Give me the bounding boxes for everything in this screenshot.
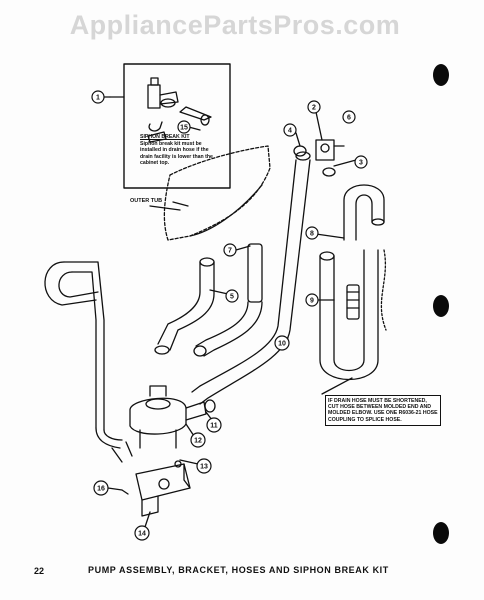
svg-text:8: 8: [310, 231, 314, 238]
callout-6: 6: [342, 110, 356, 124]
callout-11: 11: [206, 417, 222, 433]
hose-10: [191, 159, 297, 393]
callout-10: 10: [274, 335, 290, 351]
svg-text:14: 14: [138, 531, 146, 538]
callout-8: 8: [305, 226, 319, 240]
svg-text:13: 13: [200, 464, 208, 471]
diagram-title: PUMP ASSEMBLY, BRACKET, HOSES AND SIPHON…: [88, 565, 389, 575]
page-number: 22: [34, 566, 45, 576]
callout-14: 14: [134, 525, 150, 541]
svg-text:10: 10: [278, 341, 286, 348]
callout-3: 3: [354, 155, 368, 169]
siphon-break-note: SIPHON BREAK KIT Siphon break kit must b…: [140, 134, 214, 166]
drain-hose-8: [343, 184, 385, 241]
svg-text:16: 16: [97, 486, 105, 493]
binder-hole-middle: [433, 295, 449, 317]
callout-2: 2: [307, 100, 321, 114]
callout-15: 15: [177, 120, 191, 134]
callout-13: 13: [196, 458, 212, 474]
svg-text:9: 9: [310, 298, 314, 305]
hose-coupling-9: [346, 284, 360, 320]
svg-text:1: 1: [96, 95, 100, 102]
hose-6: [247, 243, 263, 303]
callout-12: 12: [190, 432, 206, 448]
pump-body: [129, 397, 187, 435]
siphon-note-heading: SIPHON BREAK KIT: [140, 134, 190, 140]
binder-hole-bottom: [433, 522, 449, 544]
drain-hose-note: IF DRAIN HOSE MUST BE SHORTENED, CUT HOS…: [325, 395, 441, 426]
svg-text:2: 2: [312, 105, 316, 112]
svg-text:5: 5: [230, 294, 234, 301]
watermark: AppliancePartsPros.com: [69, 10, 401, 40]
callout-1: 1: [91, 90, 105, 104]
svg-text:4: 4: [288, 128, 292, 135]
siphon-kit-box: [123, 63, 231, 189]
svg-text:11: 11: [210, 423, 218, 430]
callout-4: 4: [283, 123, 297, 137]
pump-bracket: [135, 463, 191, 501]
svg-text:12: 12: [194, 438, 202, 445]
svg-text:15: 15: [180, 125, 188, 132]
callout-7: 7: [223, 243, 237, 257]
binder-hole-top: [433, 64, 449, 86]
callout-16: 16: [93, 480, 109, 496]
callout-5: 5: [225, 289, 239, 303]
callout-9: 9: [305, 293, 319, 307]
siphon-note-body: Siphon break kit must be installed in dr…: [140, 141, 213, 166]
svg-text:6: 6: [347, 115, 351, 122]
svg-text:7: 7: [228, 248, 232, 255]
svg-text:3: 3: [359, 160, 363, 167]
outer-tub-label: OUTER TUB: [130, 198, 163, 204]
